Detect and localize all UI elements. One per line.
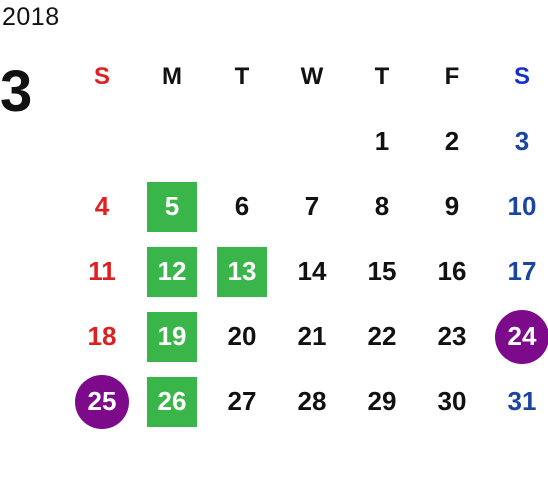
day-number: 24 (507, 321, 537, 351)
day-cell[interactable]: 21 (277, 304, 347, 369)
day-number: 31 (507, 386, 537, 416)
day-cell-holiday[interactable]: 25 (67, 369, 137, 434)
day-cell[interactable]: 1 (347, 109, 417, 174)
day-cell[interactable]: 4 (67, 174, 137, 239)
weekday-tuesday: T (234, 62, 250, 90)
weekday-sunday: S (93, 62, 110, 90)
weekday-wednesday: W (300, 62, 324, 90)
day-cell[interactable]: 7 (277, 174, 347, 239)
day-cell[interactable]: 10 (487, 174, 548, 239)
day-cell-highlighted[interactable]: 13 (207, 239, 277, 304)
day-cell-highlighted[interactable]: 26 (137, 369, 207, 434)
day-number: 20 (227, 321, 257, 351)
day-number: 22 (367, 321, 397, 351)
day-cell[interactable]: 23 (417, 304, 487, 369)
weekday-monday: M (162, 62, 182, 90)
day-number: 3 (514, 126, 530, 156)
day-number: 27 (227, 386, 257, 416)
day-cell[interactable]: 14 (277, 239, 347, 304)
weekday-thursday: T (374, 62, 390, 90)
day-number: 15 (367, 256, 397, 286)
day-number: 4 (94, 191, 110, 221)
year-label: 2018 (2, 3, 60, 31)
month-label: 3 (0, 59, 33, 124)
day-number: 6 (234, 191, 250, 221)
day-number: 5 (164, 191, 180, 221)
day-number: 21 (297, 321, 327, 351)
day-number: 7 (304, 191, 320, 221)
day-cell-highlighted[interactable]: 19 (137, 304, 207, 369)
day-number: 10 (507, 191, 537, 221)
day-cell[interactable]: 8 (347, 174, 417, 239)
day-number: 14 (297, 256, 327, 286)
day-number: 18 (87, 321, 117, 351)
day-number: 12 (157, 256, 187, 286)
day-number: 8 (374, 191, 390, 221)
day-cell-holiday[interactable]: 24 (487, 304, 548, 369)
weekday-friday: F (444, 62, 460, 90)
day-number: 13 (227, 256, 257, 286)
day-cell[interactable]: 9 (417, 174, 487, 239)
day-cell[interactable]: 27 (207, 369, 277, 434)
day-cell[interactable]: 16 (417, 239, 487, 304)
day-number: 30 (437, 386, 467, 416)
day-cell (67, 109, 137, 174)
day-number: 17 (507, 256, 537, 286)
day-number: 1 (374, 126, 390, 156)
day-cell[interactable]: 2 (417, 109, 487, 174)
calendar-grid: S M T W T F S 1 2 3 4 5 6 7 8 9 10 11 12… (67, 44, 548, 434)
day-cell[interactable]: 3 (487, 109, 548, 174)
day-number: 19 (157, 321, 187, 351)
day-number: 23 (437, 321, 467, 351)
day-cell[interactable]: 17 (487, 239, 548, 304)
day-cell[interactable]: 28 (277, 369, 347, 434)
day-cell[interactable]: 30 (417, 369, 487, 434)
day-cell[interactable]: 20 (207, 304, 277, 369)
day-cell[interactable]: 29 (347, 369, 417, 434)
day-cell (207, 109, 277, 174)
day-cell[interactable]: 6 (207, 174, 277, 239)
day-cell[interactable]: 31 (487, 369, 548, 434)
weekday-saturday: S (513, 62, 530, 90)
day-number: 9 (444, 191, 460, 221)
day-cell (137, 109, 207, 174)
day-cell[interactable]: 18 (67, 304, 137, 369)
day-cell[interactable]: 22 (347, 304, 417, 369)
day-cell-highlighted[interactable]: 5 (137, 174, 207, 239)
day-number: 28 (297, 386, 327, 416)
day-cell (277, 109, 347, 174)
day-cell[interactable]: 15 (347, 239, 417, 304)
day-number: 25 (87, 386, 117, 416)
day-cell[interactable]: 11 (67, 239, 137, 304)
day-number: 29 (367, 386, 397, 416)
day-number: 16 (437, 256, 467, 286)
day-cell-highlighted[interactable]: 12 (137, 239, 207, 304)
day-number: 11 (88, 256, 116, 286)
day-number: 26 (157, 386, 187, 416)
day-number: 2 (444, 126, 460, 156)
